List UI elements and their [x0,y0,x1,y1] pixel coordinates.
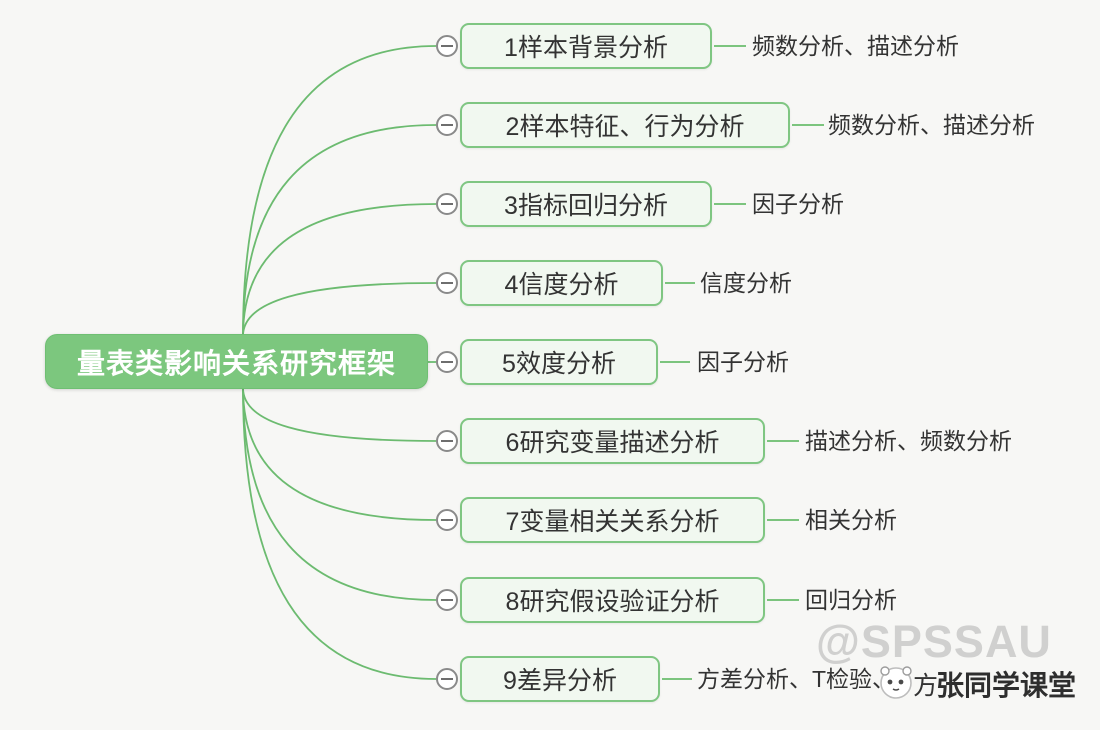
connector-branch-6 [242,387,437,442]
connector-branch-4 [242,282,437,337]
leaf-connector [792,124,824,126]
collapse-icon[interactable] [436,430,458,452]
connector-branch-9 [242,387,437,680]
watermark-zhang-classroom: 张同学课堂 [936,670,1077,701]
connector-branch-8 [242,387,437,601]
leaf-node-2[interactable]: 频数分析、描述分析 [828,112,1035,138]
connector-branch-3 [242,203,437,337]
leaf-connector [660,361,690,363]
branch-node-5[interactable]: 5效度分析 [460,339,658,385]
leaf-node-5[interactable]: 因子分析 [697,349,789,375]
collapse-icon[interactable] [436,193,458,215]
connector-branch-7 [242,387,437,521]
collapse-icon[interactable] [436,351,458,373]
collapse-icon[interactable] [436,272,458,294]
branch-node-9[interactable]: 9差异分析 [460,656,660,702]
leaf-node-9[interactable]: 方差分析、T检验、 [697,666,896,692]
leaf-connector [767,519,799,521]
leaf-connector [767,440,799,442]
collapse-icon[interactable] [436,668,458,690]
branch-node-4[interactable]: 4信度分析 [460,260,663,306]
root-topic-node[interactable]: 量表类影响关系研究框架 [45,334,428,389]
leaf-node-4[interactable]: 信度分析 [700,270,792,296]
connector-branch-1 [242,45,437,337]
watermark-spssau: @SPSSAU [816,616,1052,667]
connector-branch-2 [242,124,437,337]
leaf-connector [662,678,692,680]
leaf-connector [767,599,799,601]
collapse-icon[interactable] [436,114,458,136]
leaf-node-8[interactable]: 回归分析 [805,587,897,613]
leaf-node-1[interactable]: 频数分析、描述分析 [752,33,959,59]
leaf-connector [714,203,746,205]
watermark-logo-panda-icon [880,666,912,699]
leaf-connector [714,45,746,47]
leaf-node-9-obscured-text: 方 [913,672,939,700]
branch-node-1[interactable]: 1样本背景分析 [460,23,712,69]
branch-node-8[interactable]: 8研究假设验证分析 [460,577,765,623]
leaf-node-3[interactable]: 因子分析 [752,191,844,217]
leaf-connector [665,282,695,284]
branch-node-3[interactable]: 3指标回归分析 [460,181,712,227]
branch-node-6[interactable]: 6研究变量描述分析 [460,418,765,464]
leaf-node-7[interactable]: 相关分析 [805,507,897,533]
branch-node-7[interactable]: 7变量相关关系分析 [460,497,765,543]
collapse-icon[interactable] [436,35,458,57]
collapse-icon[interactable] [436,509,458,531]
collapse-icon[interactable] [436,589,458,611]
branch-node-2[interactable]: 2样本特征、行为分析 [460,102,790,148]
leaf-node-6[interactable]: 描述分析、频数分析 [805,428,1012,454]
